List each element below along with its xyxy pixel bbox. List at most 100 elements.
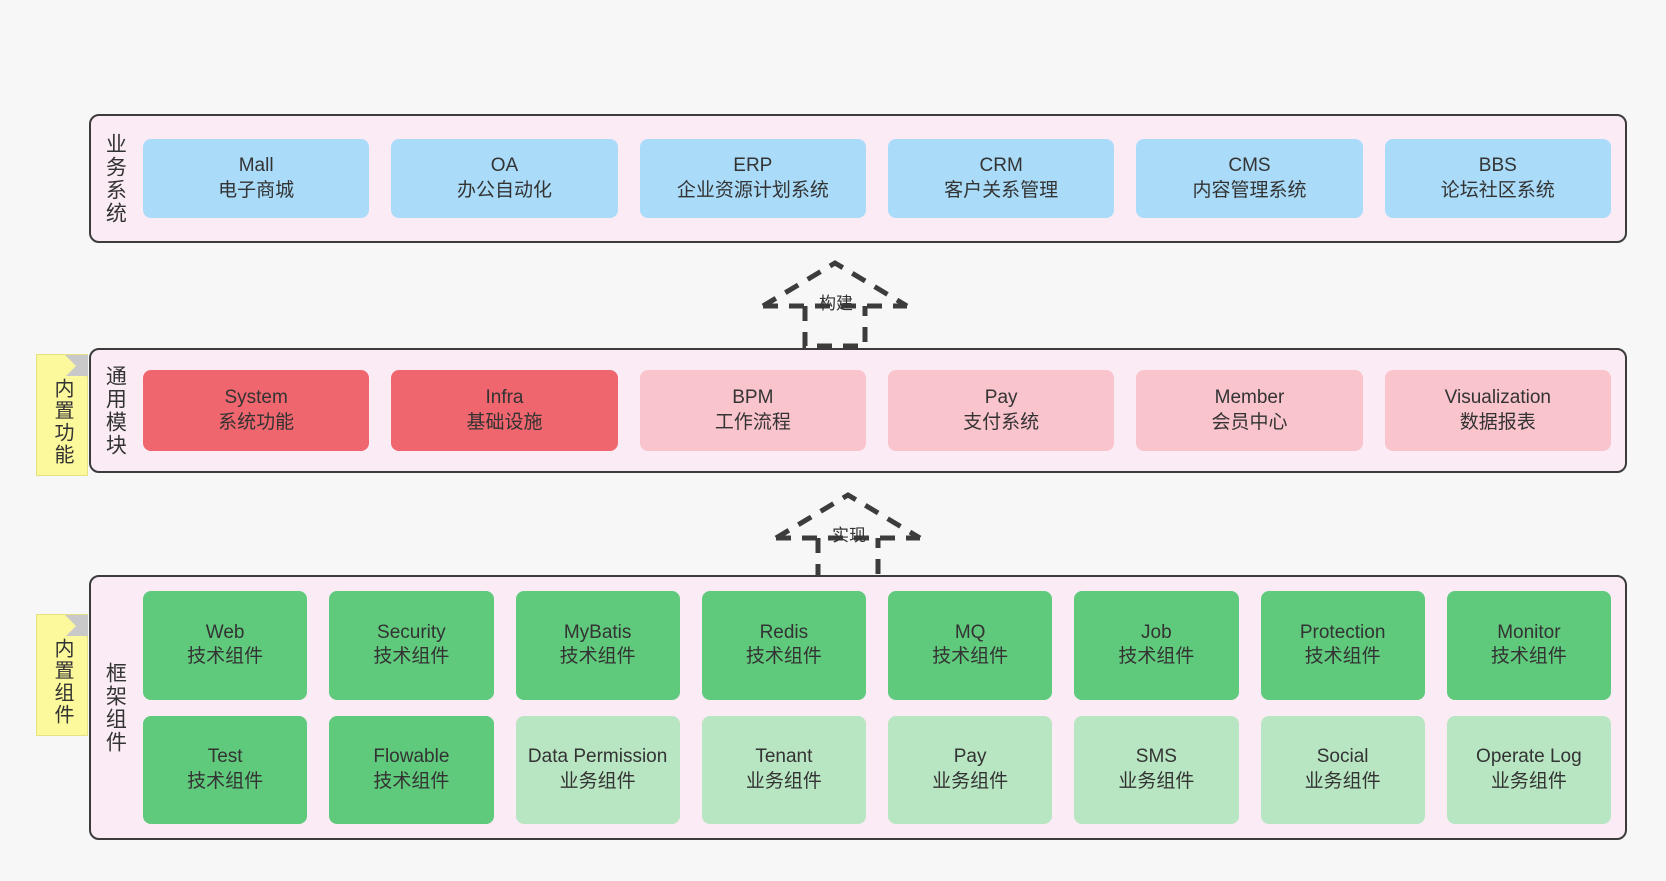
node-tenant-cn: 业务组件 <box>745 770 822 792</box>
node-system-cn: 系统功能 <box>218 411 295 433</box>
node-protection-cn: 技术组件 <box>1304 646 1381 668</box>
note-builtin-functions: 内置功能 <box>36 354 88 476</box>
note-fold-corner-icon <box>65 355 87 377</box>
node-tenant-en: Tenant <box>755 746 813 768</box>
node-mybatis-cn: 技术组件 <box>559 646 636 668</box>
framework-business-row: Test 技术组件 Flowable 技术组件 Data Permission … <box>143 715 1611 824</box>
framework-tech-row: Web 技术组件 Security 技术组件 MyBatis 技术组件 Redi… <box>143 591 1611 700</box>
business-node-row: Mall 电子商城 OA 办公自动化 ERP 企业资源计划系统 CRM 客户关系… <box>143 139 1611 218</box>
node-mq[interactable]: MQ 技术组件 <box>888 591 1053 700</box>
node-test-en: Test <box>207 746 243 768</box>
node-pay-module[interactable]: Pay 支付系统 <box>887 370 1115 451</box>
node-pay-module-en: Pay <box>984 387 1018 409</box>
node-mq-cn: 技术组件 <box>932 646 1009 668</box>
node-data-permission[interactable]: Data Permission 业务组件 <box>515 715 680 824</box>
node-pay-component-en: Pay <box>953 746 987 768</box>
layer-title-business: 业务系统 <box>103 132 127 225</box>
node-test[interactable]: Test 技术组件 <box>143 715 308 824</box>
node-cms[interactable]: CMS 内容管理系统 <box>1136 139 1363 218</box>
node-visualization[interactable]: Visualization 数据报表 <box>1384 370 1611 451</box>
node-security-en: Security <box>377 621 446 643</box>
node-security-cn: 技术组件 <box>373 646 450 668</box>
arrow-implement: 实现 <box>768 490 928 581</box>
note-builtin-functions-label: 内置功能 <box>51 378 73 466</box>
node-bbs-en: BBS <box>1478 155 1517 177</box>
node-infra-en: Infra <box>485 387 524 409</box>
node-cms-cn: 内容管理系统 <box>1192 179 1307 201</box>
node-bbs[interactable]: BBS 论坛社区系统 <box>1384 139 1611 218</box>
node-erp[interactable]: ERP 企业资源计划系统 <box>639 139 866 218</box>
node-crm-cn: 客户关系管理 <box>944 179 1059 201</box>
node-web[interactable]: Web 技术组件 <box>143 591 308 700</box>
node-sms-en: SMS <box>1135 746 1177 768</box>
node-cms-en: CMS <box>1228 155 1271 177</box>
node-monitor-en: Monitor <box>1497 621 1561 643</box>
node-protection-en: Protection <box>1299 621 1386 643</box>
node-web-cn: 技术组件 <box>187 646 264 668</box>
arrow-head-triangle <box>774 492 922 541</box>
layer-common-modules: 通用模块 System 系统功能 Infra 基础设施 BPM 工作流程 Pay <box>89 348 1627 473</box>
node-operate-log[interactable]: Operate Log 业务组件 <box>1446 715 1611 824</box>
layer-body-framework: Web 技术组件 Security 技术组件 MyBatis 技术组件 Redi… <box>137 577 1625 838</box>
node-sms-cn: 业务组件 <box>1118 770 1195 792</box>
node-data-permission-en: Data Permission <box>527 746 668 768</box>
node-job-en: Job <box>1141 621 1172 643</box>
node-flowable-en: Flowable <box>373 746 450 768</box>
node-mall[interactable]: Mall 电子商城 <box>143 139 370 218</box>
node-web-en: Web <box>205 621 245 643</box>
node-flowable[interactable]: Flowable 技术组件 <box>329 715 494 824</box>
node-security[interactable]: Security 技术组件 <box>329 591 494 700</box>
node-mybatis-en: MyBatis <box>563 621 632 643</box>
node-redis[interactable]: Redis 技术组件 <box>701 591 866 700</box>
layer-business-systems: 业务系统 Mall 电子商城 OA 办公自动化 ERP 企业资源计划系统 CRM <box>89 114 1627 243</box>
node-operate-log-cn: 业务组件 <box>1490 770 1567 792</box>
node-bpm-cn: 工作流程 <box>714 411 791 433</box>
node-protection[interactable]: Protection 技术组件 <box>1260 591 1425 700</box>
note-fold-corner-icon <box>65 615 87 637</box>
node-mybatis[interactable]: MyBatis 技术组件 <box>515 591 680 700</box>
node-flowable-cn: 技术组件 <box>373 770 450 792</box>
node-monitor[interactable]: Monitor 技术组件 <box>1446 591 1611 700</box>
node-mall-cn: 电子商城 <box>218 179 295 201</box>
node-infra-cn: 基础设施 <box>466 411 543 433</box>
node-system[interactable]: System 系统功能 <box>143 370 370 451</box>
node-infra[interactable]: Infra 基础设施 <box>391 370 618 451</box>
node-bbs-cn: 论坛社区系统 <box>1440 179 1555 201</box>
node-pay-component[interactable]: Pay 业务组件 <box>888 715 1053 824</box>
common-module-row: System 系统功能 Infra 基础设施 BPM 工作流程 Pay 支付系统… <box>143 370 1611 451</box>
node-pay-component-cn: 业务组件 <box>932 770 1009 792</box>
node-social[interactable]: Social 业务组件 <box>1260 715 1425 824</box>
node-tenant[interactable]: Tenant 业务组件 <box>701 715 866 824</box>
node-job[interactable]: Job 技术组件 <box>1074 591 1239 700</box>
node-social-en: Social <box>1316 746 1369 768</box>
node-job-cn: 技术组件 <box>1118 646 1195 668</box>
node-crm-en: CRM <box>979 155 1023 177</box>
node-sms[interactable]: SMS 业务组件 <box>1074 715 1239 824</box>
node-bpm[interactable]: BPM 工作流程 <box>639 370 866 451</box>
node-oa-cn: 办公自动化 <box>456 179 552 201</box>
node-oa[interactable]: OA 办公自动化 <box>391 139 618 218</box>
layer-framework-components: 框架组件 Web 技术组件 Security 技术组件 MyBatis 技术组件… <box>89 575 1627 840</box>
node-test-cn: 技术组件 <box>187 770 264 792</box>
node-mall-en: Mall <box>238 155 274 177</box>
node-bpm-en: BPM <box>732 387 774 409</box>
node-redis-en: Redis <box>759 621 809 643</box>
node-mq-en: MQ <box>954 621 986 643</box>
node-member[interactable]: Member 会员中心 <box>1136 370 1363 451</box>
arrow-head-triangle <box>761 260 909 309</box>
arrow-build: 构建 <box>755 258 915 349</box>
layer-body-business: Mall 电子商城 OA 办公自动化 ERP 企业资源计划系统 CRM 客户关系… <box>137 116 1625 241</box>
node-oa-en: OA <box>490 155 519 177</box>
node-operate-log-en: Operate Log <box>1476 746 1582 768</box>
arrow-build-label: 构建 <box>819 294 853 313</box>
layer-title-framework: 框架组件 <box>103 661 127 754</box>
arrow-implement-label: 实现 <box>832 526 866 545</box>
node-social-cn: 业务组件 <box>1304 770 1381 792</box>
node-erp-en: ERP <box>733 155 773 177</box>
node-crm[interactable]: CRM 客户关系管理 <box>887 139 1115 218</box>
node-pay-module-cn: 支付系统 <box>963 411 1040 433</box>
layer-title-common: 通用模块 <box>103 364 127 457</box>
node-redis-cn: 技术组件 <box>745 646 822 668</box>
node-erp-cn: 企业资源计划系统 <box>676 179 829 201</box>
